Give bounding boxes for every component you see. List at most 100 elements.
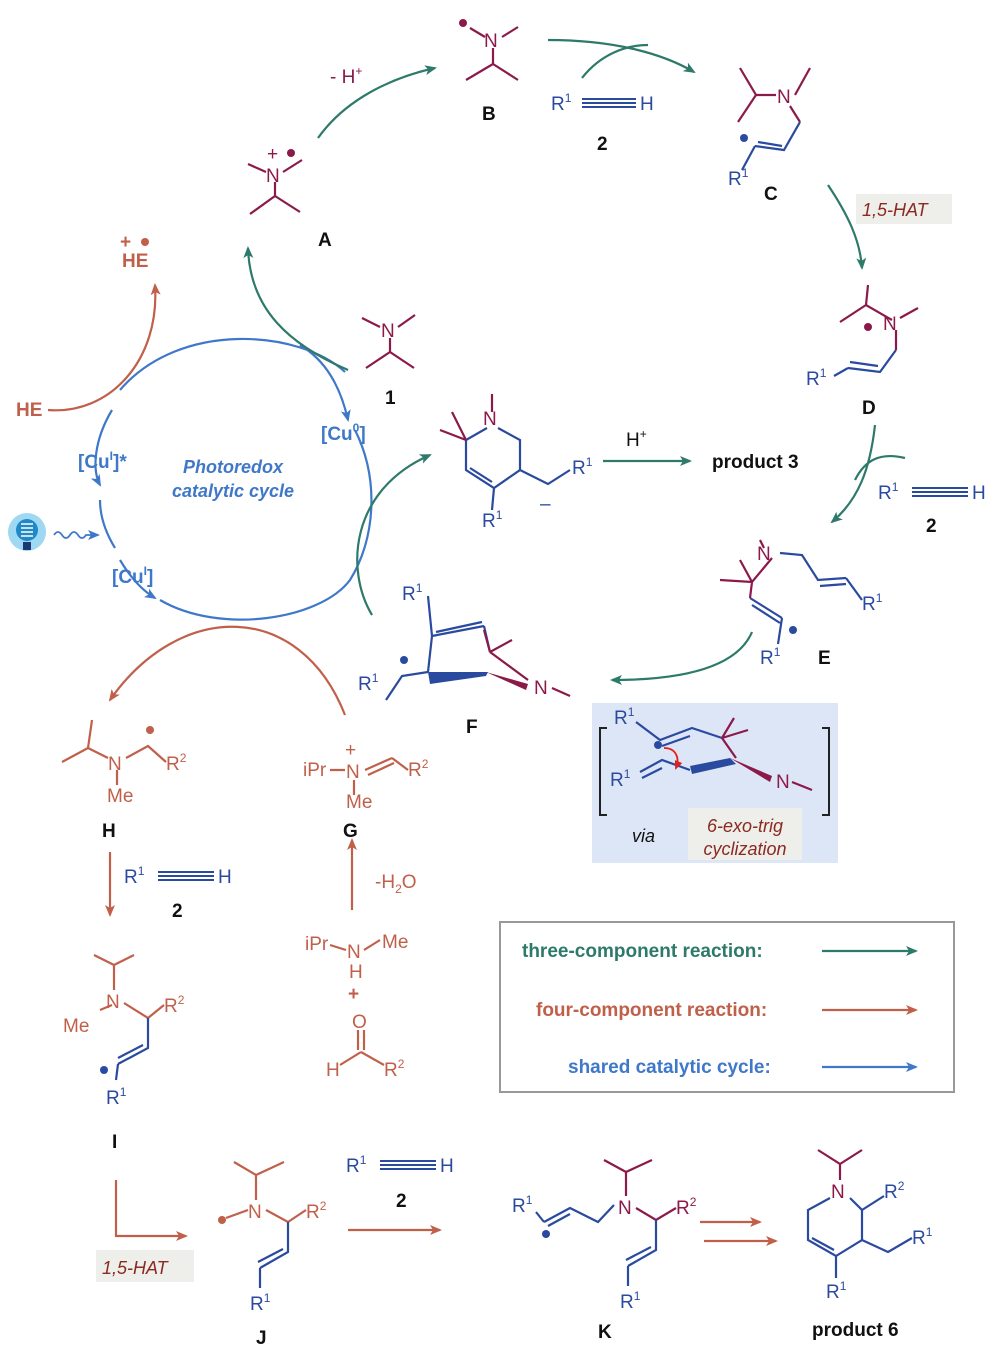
dehydration-label: -H2O [375,872,417,896]
svg-text:–: – [540,494,551,515]
cycle-title: Photoredox catalytic cycle [172,457,294,501]
svg-text:R2: R2 [384,1057,405,1081]
light-wave-arrow [53,530,100,540]
svg-text:N: N [381,321,395,342]
label-I: I [112,1132,117,1153]
svg-text:+: + [348,984,359,1005]
he-label: HE [16,400,42,421]
label-1: 1 [385,388,396,409]
structure-I-amine [93,954,165,1020]
three-component-arrows [243,38,906,685]
cu1-star-label: [CuI]* [78,449,127,473]
structure-A [247,159,303,215]
svg-text:R1: R1 [728,166,749,190]
alkyne-2-right [912,487,968,497]
light-bulb-icon [8,513,46,551]
structure-K-chains [535,1204,658,1286]
label-2-left: 2 [172,901,183,922]
svg-text:R1: R1 [482,508,503,532]
he-plus: + [120,232,131,253]
svg-text:iPr: iPr [305,934,329,955]
svg-text:R1: R1 [620,1289,641,1313]
structure-F [385,595,492,701]
svg-text:N: N [831,1182,845,1203]
svg-text:R2: R2 [306,1199,327,1223]
legend-four: four-component reaction: [536,1000,767,1021]
svg-text:N: N [483,409,497,430]
he-radical-cation-label: HE [122,251,148,272]
product3-label: product 3 [712,452,799,473]
svg-text:N: N [534,678,548,699]
cycle-title-line2: catalytic cycle [172,481,294,501]
structure-E-chains [749,551,863,645]
svg-text:R1: R1 [124,864,145,888]
label-H: H [102,821,116,842]
svg-text:R1: R1 [551,91,572,115]
svg-text:N: N [347,942,361,963]
svg-text:R1: R1 [878,480,899,504]
legend-shared: shared catalytic cycle: [568,1057,771,1078]
cu1-label: [CuI] [112,564,153,588]
svg-text:R1: R1 [250,1291,271,1315]
svg-text:+: + [345,740,356,761]
label-G: G [343,821,358,842]
protonation-label: H+ [626,427,647,451]
deprotonation-label: - H+ [330,64,362,88]
label-2-right: 2 [926,516,937,537]
cu0-label: [Cu0] [321,421,366,445]
product-6-structure [806,1195,913,1278]
structure-C-amine [737,67,811,123]
cycle-title-line1: Photoredox [183,457,284,477]
structure-D-amine [839,284,919,350]
hat-label-bottom: 1,5-HAT [102,1258,170,1278]
svg-text:H: H [972,483,986,504]
svg-text:N: N [346,762,360,783]
cyclic-anion-methyls [439,394,494,442]
label-E: E [818,648,831,669]
structure-H [61,719,167,785]
via-brackets [599,727,830,816]
svg-text:N: N [618,1198,632,1219]
structure-C-vinyl [741,121,801,171]
structure-G [330,756,409,795]
cyclization-line1: 6-exo-trig [707,816,783,836]
hat-tag-bottom [96,1250,194,1282]
structure-J-amine [225,1161,307,1224]
he-oxidation-arrow [47,283,161,412]
svg-text:Me: Me [382,932,408,953]
svg-text:N: N [106,992,120,1013]
svg-text:H: H [640,94,654,115]
svg-text:Me: Me [346,792,372,813]
svg-text:R2: R2 [676,1195,697,1219]
label-C: C [764,184,778,205]
cyclization-tag [688,808,802,860]
cyclic-anion-intermediate [464,427,571,511]
via-label: via [632,826,655,846]
svg-text:H: H [440,1156,454,1177]
svg-text:R1: R1 [614,705,635,729]
svg-text:N: N [776,772,790,793]
structure-J-vinyl [257,1222,290,1288]
svg-text:R1: R1 [572,455,593,479]
product6-label: product 6 [812,1320,899,1341]
cyclization-line2: cyclization [703,839,786,859]
svg-text:Me: Me [63,1016,89,1037]
four-component-arrows [105,625,778,1246]
svg-text:R1: R1 [346,1153,367,1177]
svg-text:R1: R1 [106,1085,127,1109]
svg-text:R1: R1 [760,645,781,669]
svg-text:H: H [218,867,232,888]
structure-E-amine [719,539,773,599]
svg-text:R1: R1 [862,591,883,615]
svg-text:R1: R1 [912,1225,933,1249]
svg-text:O: O [352,1012,367,1033]
label-K: K [598,1322,612,1343]
structure-B [465,26,519,81]
svg-text:N: N [883,314,897,335]
svg-text:N: N [108,754,122,775]
svg-text:+: + [267,144,278,165]
svg-text:R2: R2 [884,1179,905,1203]
hat-label-top: 1,5-HAT [862,200,930,220]
structure-I-vinyl [114,1018,150,1081]
